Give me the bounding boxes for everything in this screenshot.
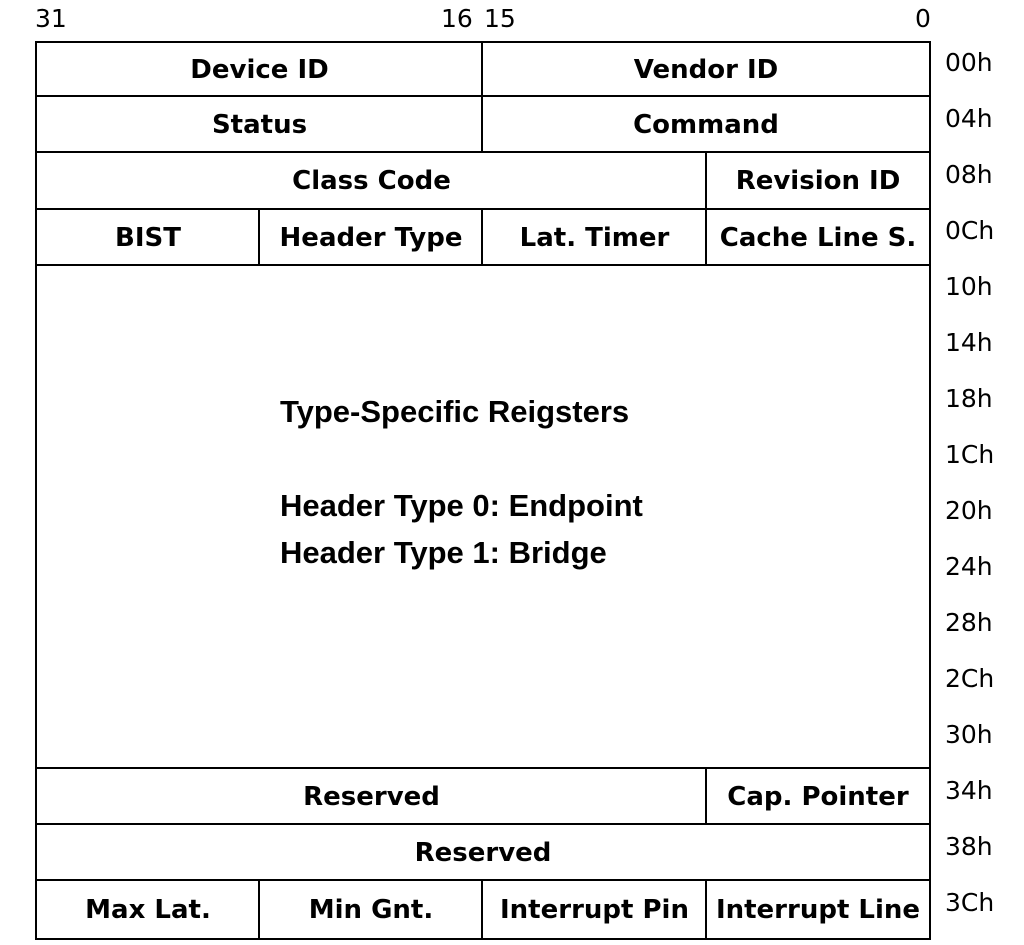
field-status: Status bbox=[35, 95, 484, 154]
offset-label: 28h bbox=[945, 608, 993, 637]
field-device-id: Device ID bbox=[35, 41, 484, 98]
offset-label: 14h bbox=[945, 328, 993, 357]
offset-label: 34h bbox=[945, 776, 993, 805]
bit-label-0: 0 bbox=[915, 4, 931, 33]
field-bist: BIST bbox=[35, 208, 261, 267]
offset-label: 00h bbox=[945, 48, 993, 77]
field-reserved-34h: Reserved bbox=[35, 767, 708, 826]
offset-label: 18h bbox=[945, 384, 993, 413]
bit-label-16: 16 bbox=[441, 4, 473, 33]
field-command: Command bbox=[481, 95, 931, 154]
offset-label: 38h bbox=[945, 832, 993, 861]
type-specific-registers-block bbox=[35, 264, 931, 770]
offset-label: 24h bbox=[945, 552, 993, 581]
field-max-lat: Max Lat. bbox=[35, 879, 261, 940]
field-min-gnt: Min Gnt. bbox=[258, 879, 484, 940]
bit-label-15: 15 bbox=[484, 4, 516, 33]
offset-label: 3Ch bbox=[945, 888, 995, 917]
header-type-0-note: Header Type 0: Endpoint bbox=[280, 488, 643, 523]
offset-label: 08h bbox=[945, 160, 993, 189]
bit-label-31: 31 bbox=[35, 4, 67, 33]
field-revision-id: Revision ID bbox=[705, 151, 931, 211]
offset-label: 20h bbox=[945, 496, 993, 525]
field-cap-pointer: Cap. Pointer bbox=[705, 767, 931, 826]
field-interrupt-line: Interrupt Line bbox=[705, 879, 931, 940]
field-vendor-id: Vendor ID bbox=[481, 41, 931, 98]
offset-label: 0Ch bbox=[945, 216, 995, 245]
offset-label: 10h bbox=[945, 272, 993, 301]
field-cache-line-size: Cache Line S. bbox=[705, 208, 931, 267]
field-header-type: Header Type bbox=[258, 208, 484, 267]
header-type-1-note: Header Type 1: Bridge bbox=[280, 535, 607, 570]
field-lat-timer: Lat. Timer bbox=[481, 208, 708, 267]
field-class-code: Class Code bbox=[35, 151, 708, 211]
offset-label: 1Ch bbox=[945, 440, 995, 469]
field-interrupt-pin: Interrupt Pin bbox=[481, 879, 708, 940]
offset-label: 30h bbox=[945, 720, 993, 749]
offset-label: 04h bbox=[945, 104, 993, 133]
field-reserved-38h: Reserved bbox=[35, 823, 931, 882]
type-specific-title: Type-Specific Reigsters bbox=[280, 394, 630, 429]
offset-label: 2Ch bbox=[945, 664, 995, 693]
